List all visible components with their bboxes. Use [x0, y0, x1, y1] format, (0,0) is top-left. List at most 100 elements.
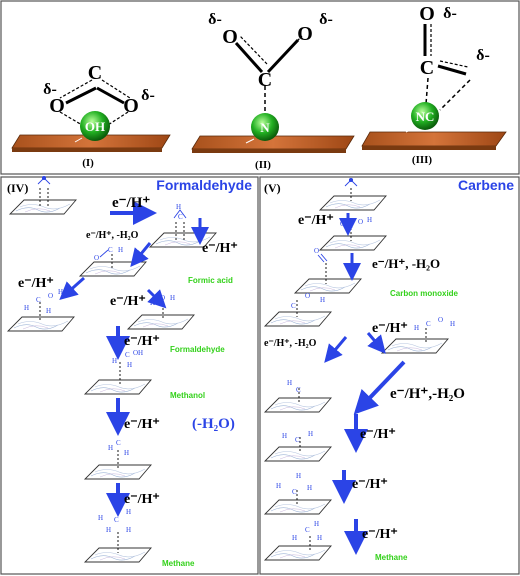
svg-text:H: H [287, 379, 292, 387]
atom-o-left: O [49, 95, 65, 117]
atom-c: C [420, 57, 434, 79]
panel-i: OH C O O δ- δ- (I) [11, 62, 171, 169]
atom-o-right: O [123, 95, 139, 117]
charge-right: δ- [141, 87, 155, 104]
svg-text:O: O [358, 218, 363, 226]
step-label-water: (-H₂O) [192, 416, 235, 432]
panel-label: (I) [82, 157, 94, 169]
step-label: e⁻/H⁺ [352, 477, 388, 492]
adsorption-bond [425, 77, 429, 105]
charge-right: δ- [319, 11, 333, 28]
svg-text:C: C [125, 351, 130, 359]
svg-text:H: H [296, 472, 301, 480]
ball-label: OH [85, 119, 105, 134]
ball-label: N [260, 120, 270, 135]
step-label: e⁻/H⁺ [124, 334, 160, 349]
charge-left: δ- [208, 11, 222, 28]
bond-c-o-right [96, 86, 125, 105]
step-label: e⁻/H⁺, -H₂O [372, 256, 440, 271]
adsorbate-2: H C [173, 203, 187, 240]
panel-ii: N C O O δ- δ- (II) [191, 11, 355, 171]
svg-text:C: C [305, 526, 310, 534]
adsorbate-8: H H C H [276, 472, 312, 505]
partial-bond [272, 35, 303, 67]
ball-highlight-line [74, 137, 83, 143]
partial-bond [101, 79, 131, 99]
svg-text:O: O [305, 292, 310, 300]
charge-top: δ- [443, 5, 457, 22]
adsorbate-7: H C H [108, 439, 129, 470]
svg-text:H: H [112, 357, 117, 365]
svg-text:H: H [450, 320, 455, 328]
step-label: e⁻/H⁺ [110, 294, 146, 309]
svg-text:O: O [94, 254, 99, 262]
step-label: e⁻/H⁺, -H₂O [264, 338, 317, 349]
svg-text:C: C [116, 439, 121, 447]
svg-text:H: H [106, 526, 111, 534]
pathway-v: (V) Carbene O C O H O [264, 177, 514, 562]
svg-text:H: H [108, 444, 113, 452]
adsorbate-3: O [314, 247, 328, 284]
svg-text:OH: OH [133, 349, 143, 357]
reaction-arrow [353, 360, 406, 415]
svg-text:O: O [340, 220, 345, 228]
panel-label: (II) [255, 159, 271, 171]
adsorbate-3: O C H [94, 246, 123, 268]
svg-text:H: H [414, 324, 419, 332]
product-label: Methane [162, 559, 195, 568]
svg-text:O: O [48, 292, 53, 300]
ball-highlight-line [245, 138, 255, 144]
svg-text:C: C [36, 296, 41, 304]
svg-text:H: H [170, 294, 175, 302]
adsorption-site-ball [411, 102, 439, 130]
svg-text:C: C [108, 246, 113, 254]
adsorbate-7: H C H [282, 430, 313, 452]
adsorption-site-ball [80, 111, 110, 141]
panel-label: (III) [412, 154, 433, 166]
svg-text:H: H [282, 432, 287, 440]
surface-slab-edge [362, 146, 496, 150]
step-label: e⁻/H⁺, -H₂O [86, 230, 139, 241]
pathway-iv: (IV) Formaldehyde H C O C H [7, 175, 252, 568]
adsorbate-1 [37, 175, 51, 206]
reaction-arrow [366, 332, 386, 354]
bond-c-charge [437, 64, 467, 76]
product-label: Formaldehyde [170, 345, 225, 354]
partial-bond [59, 79, 93, 99]
svg-text:H: H [24, 304, 29, 312]
atom-o-right: O [297, 23, 313, 45]
reaction-arrow [324, 336, 348, 363]
bond-c-o-left [65, 86, 97, 105]
product-label: Methane [375, 553, 408, 562]
step-label: e⁻/H⁺ [360, 427, 396, 442]
svg-text:H: H [98, 514, 103, 522]
svg-text:C: C [426, 320, 431, 328]
svg-text:H: H [127, 361, 132, 369]
step-label: e⁻/H⁺ [124, 417, 160, 432]
reaction-arrow [146, 288, 167, 309]
bond-c-o-right [266, 38, 300, 74]
svg-text:H: H [367, 216, 372, 224]
svg-text:C: C [292, 488, 297, 496]
partial-bond [239, 35, 268, 65]
svg-text:H: H [118, 246, 123, 254]
adsorbate-4: C O H [291, 292, 325, 317]
svg-text:H: H [314, 520, 319, 528]
svg-text:H: H [320, 296, 325, 304]
step-label: e⁻/H⁺ [372, 321, 408, 336]
adsorption-bond [439, 79, 471, 111]
surface-slab-edge [192, 149, 346, 153]
step-label: e⁻/H⁺ [112, 195, 150, 211]
svg-text:C: C [296, 386, 301, 394]
ball-highlight-line [405, 127, 415, 133]
svg-text:H: H [317, 534, 322, 542]
reaction-arrow [130, 242, 152, 267]
svg-text:H: H [307, 484, 312, 492]
svg-text:C: C [291, 302, 296, 310]
atom-o-top: O [419, 3, 435, 25]
step-label: e⁻/H⁺ [124, 492, 160, 507]
step-label: e⁻/H⁺ [202, 241, 238, 256]
svg-text:O: O [314, 247, 319, 255]
bond-c-o-left [234, 41, 264, 74]
